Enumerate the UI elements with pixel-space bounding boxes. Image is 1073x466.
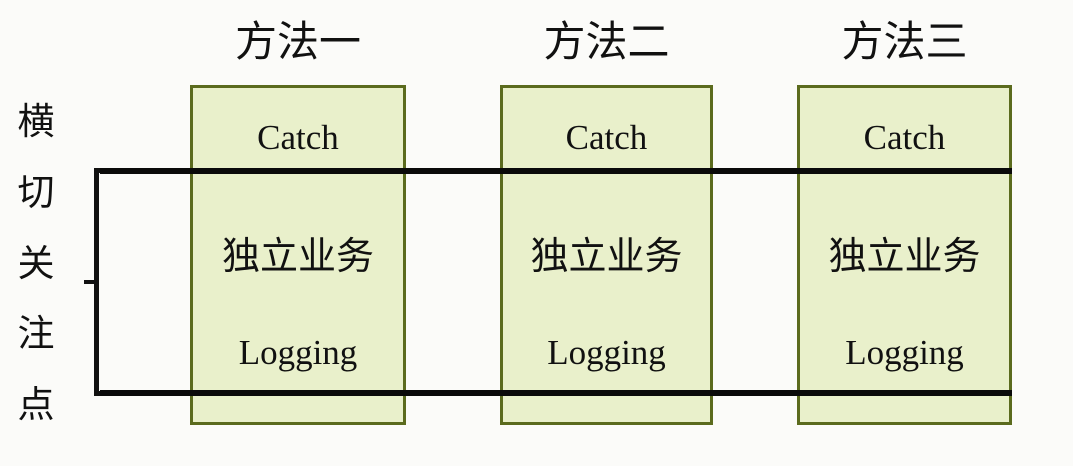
cell-catch-method-one: Catch [257,118,339,157]
cell-logging-method-three: Logging [845,333,964,372]
bracket-center-tick [84,280,96,284]
cell-logging-method-two: Logging [547,333,666,372]
bracket-vertical-stroke [94,168,99,396]
method-box-method-three: Catch 独立业务 Logging [797,85,1012,425]
cell-core-business-method-one: 独立业务 [221,236,374,278]
crosscut-rule-bottom [100,390,1012,396]
cell-core-business-method-two: 独立业务 [530,236,683,278]
cross-cutting-bracket [84,168,110,396]
cell-catch-method-two: Catch [565,118,648,157]
crosscut-rule-top [100,168,1012,174]
side-label-char-4: 注 [17,314,55,356]
side-label-char-2: 切 [17,172,55,214]
method-box-method-two: Catch 独立业务 Logging [500,85,713,425]
column-header-method-two: 方法二 [543,20,670,66]
side-label-char-1: 横 [17,102,55,143]
side-label-char-5: 点 [17,385,55,426]
side-label-char-3: 关 [17,243,55,285]
side-label-crosscutting-concerns: 横 切 关 注 点 [8,104,64,424]
column-header-method-three: 方法三 [841,20,968,66]
column-header-method-one: 方法一 [234,20,361,66]
method-box-method-one: Catch 独立业务 Logging [190,85,406,425]
cell-core-business-method-three: 独立业务 [828,236,981,278]
cell-logging-method-one: Logging [238,333,358,372]
cell-catch-method-three: Catch [863,118,946,157]
